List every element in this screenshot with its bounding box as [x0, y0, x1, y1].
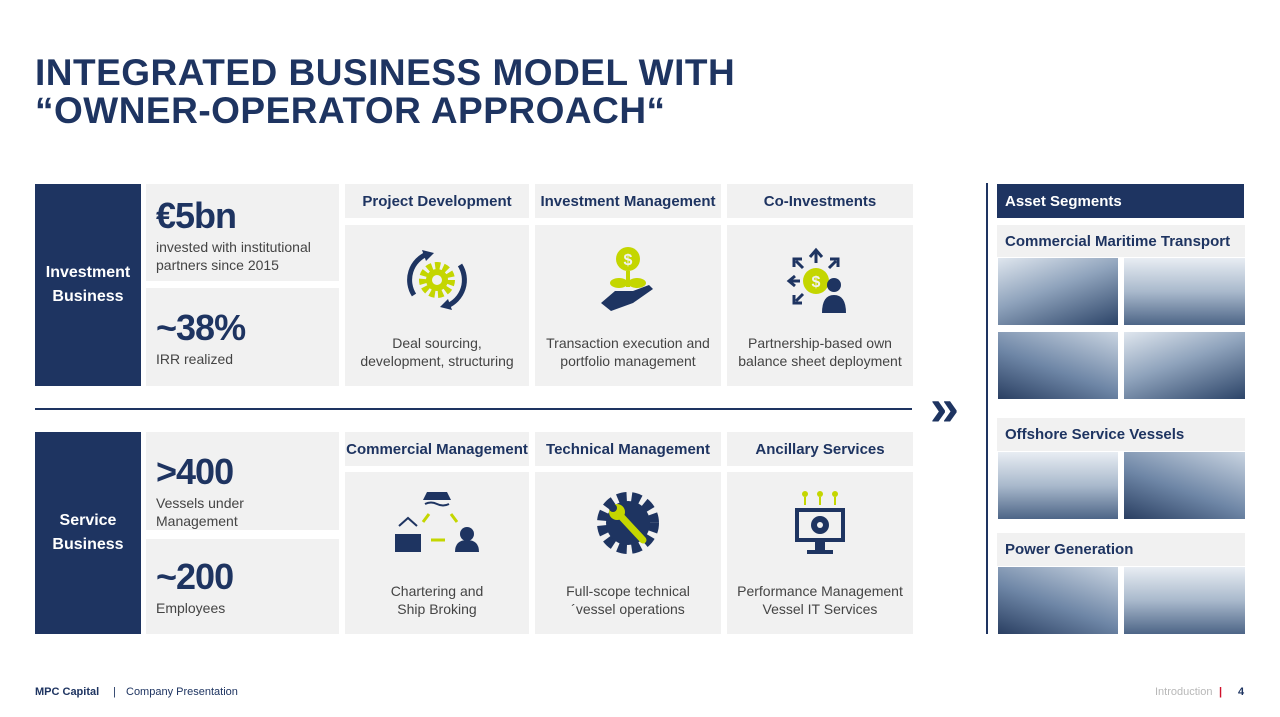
svg-text:$: $	[624, 252, 633, 269]
footer-section: Introduction	[1155, 686, 1213, 698]
card-investment-management: $ Transaction execution and portfolio ma…	[535, 225, 721, 386]
stat-invested: €5bn invested with institutional partner…	[146, 184, 339, 281]
chevron-right-icon: »	[930, 379, 959, 437]
label-line: Service	[59, 512, 117, 529]
wind-turbines-photo	[1124, 567, 1245, 634]
solar-panels-photo	[998, 567, 1118, 634]
header-co-investments: Co-Investments	[727, 184, 913, 218]
stat-irr: ~38% IRR realized	[146, 288, 339, 386]
stat-vessels: >400 Vessels under Management	[146, 432, 339, 530]
segment-offshore-service: Offshore Service Vessels	[997, 418, 1245, 451]
label-line: Business	[52, 536, 124, 553]
card-text-line: Performance Management	[737, 583, 903, 599]
money-plant-hand-icon: $	[601, 247, 653, 311]
label-line: Business	[52, 288, 124, 305]
page-title: INTEGRATED BUSINESS MODEL WITH “OWNER-OP…	[35, 54, 735, 130]
tanker-ship-photo	[1124, 258, 1245, 325]
header-investment-management: Investment Management	[535, 184, 721, 218]
segment-power-generation: Power Generation	[997, 533, 1245, 566]
card-text-line: Chartering and	[390, 583, 484, 599]
stat-value: ~38%	[156, 307, 246, 348]
card-text-line: Full-scope technical	[566, 583, 690, 599]
footer-separator: |	[113, 686, 116, 698]
header-commercial-management: Commercial Management	[345, 432, 529, 466]
gear-wrench-icon	[597, 492, 659, 554]
title-line-1: INTEGRATED BUSINESS MODEL WITH	[35, 52, 736, 93]
segment-commercial-maritime: Commercial Maritime Transport	[997, 225, 1245, 257]
card-text-line: Vessel IT Services	[762, 601, 878, 617]
asset-segments-header: Asset Segments	[997, 184, 1244, 218]
stat-text: invested with institutional partners sin…	[156, 239, 311, 273]
chartering-icon	[395, 492, 479, 552]
stat-value: €5bn	[156, 195, 237, 236]
monitor-gear-icon	[795, 491, 845, 554]
title-line-2: “OWNER-OPERATOR APPROACH“	[35, 90, 666, 131]
offshore-vessel-photo	[998, 452, 1118, 519]
header-ancillary-services: Ancillary Services	[727, 432, 913, 466]
card-technical-management: Full-scope technical ´vessel operations	[535, 472, 721, 634]
header-project-development: Project Development	[345, 184, 529, 218]
stat-value: >400	[156, 451, 234, 492]
card-text-line: Ship Broking	[397, 601, 477, 617]
card-text: Transaction execution and portfolio mana…	[546, 335, 710, 369]
svg-text:$: $	[812, 274, 821, 291]
stat-text: IRR realized	[156, 351, 234, 367]
cargo-ship-photo	[1124, 332, 1245, 399]
stat-value: ~200	[156, 556, 234, 597]
card-text: Full-scope technical ´vessel operations	[566, 582, 690, 618]
footer-brand: MPC Capital	[35, 686, 100, 698]
stat-text: Vessels under Management	[156, 495, 244, 529]
container-ship-photo	[998, 258, 1118, 325]
investor-arrows-icon: $	[786, 247, 846, 313]
footer-separator-red: |	[1219, 686, 1223, 698]
bridge-ship-photo	[998, 332, 1118, 399]
card-co-investments: $ Partnership-based own balance sheet de…	[727, 225, 913, 386]
page-number: 4	[1238, 686, 1245, 698]
stat-employees: ~200 Employees	[146, 539, 339, 634]
gear-cycle-icon	[407, 250, 467, 310]
label-line: Investment	[45, 264, 131, 281]
card-text: Partnership-based own balance sheet depl…	[738, 335, 902, 369]
footer-doc-title: Company Presentation	[126, 686, 238, 698]
card-text: Deal sourcing, development, structuring	[360, 335, 514, 369]
card-text-line: ´vessel operations	[571, 601, 685, 617]
header-technical-management: Technical Management	[535, 432, 721, 466]
offshore-vessel-photo-2	[1124, 452, 1245, 519]
card-project-development: Deal sourcing, development, structuring	[345, 225, 529, 386]
stat-text: Employees	[156, 600, 226, 616]
section-divider	[35, 408, 912, 410]
vertical-divider	[986, 183, 988, 634]
